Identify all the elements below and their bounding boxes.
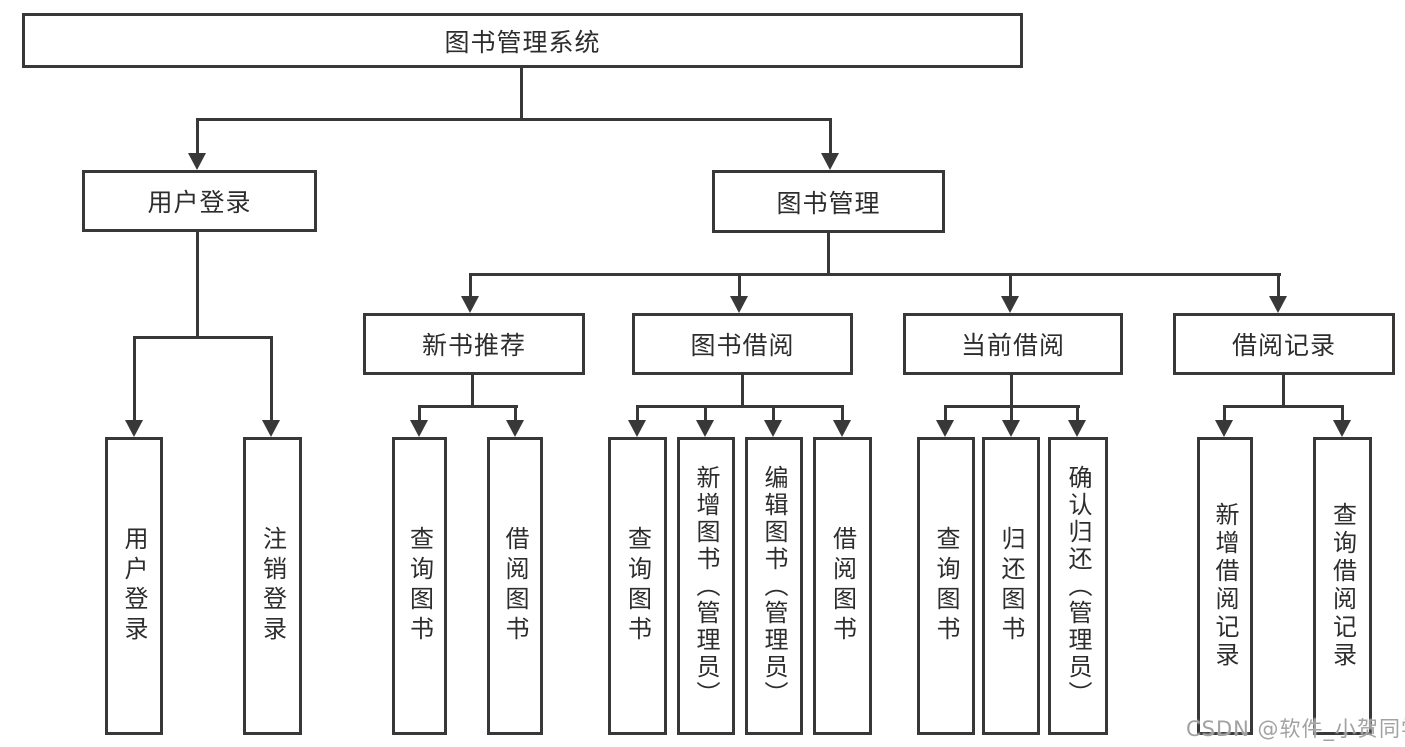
leaf-borrow-book-2-label: 借阅图书 xyxy=(828,526,857,646)
arrowhead-new-book xyxy=(461,296,479,313)
leaf-add-book-admin-label: 新增图书（管理员） xyxy=(692,464,720,708)
leaf-borrow-book-2: 借阅图书 xyxy=(813,437,872,735)
leaf-query-borrow-record-label: 查询借阅记录 xyxy=(1328,502,1357,670)
leaf-edit-book-admin: 编辑图书（管理员） xyxy=(745,437,803,735)
leaf-logout: 注销登录 xyxy=(243,437,302,735)
leaf-query-book-2: 查询图书 xyxy=(608,437,667,735)
connector-book-borrow-bus xyxy=(636,405,844,408)
arrowhead-leaf-query1 xyxy=(410,420,428,437)
csdn-watermark: CSDN @软件_小贺同学 xyxy=(1186,717,1405,741)
arrowhead-leaf-borrow1 xyxy=(506,420,524,437)
arrowhead-leaf-return xyxy=(1002,420,1020,437)
node-current-borrow-label: 当前借阅 xyxy=(960,331,1065,360)
connector-book-borrow-stem xyxy=(738,273,741,299)
arrowhead-leaf-query3 xyxy=(936,420,954,437)
node-new-book-recommend: 新书推荐 xyxy=(363,313,585,375)
connector-book-borrow-down xyxy=(741,375,744,408)
leaf-confirm-return-admin-label: 确认归还（管理员） xyxy=(1064,464,1092,708)
connector-user-login-bus xyxy=(133,336,273,339)
connector-leaf-logout-stem xyxy=(270,336,273,422)
connector-leaf-user-login-stem xyxy=(133,336,136,422)
node-root-label: 图书管理系统 xyxy=(444,27,601,57)
connector-leaf-borrow1-stem xyxy=(514,405,517,422)
connector-level2-bus xyxy=(196,118,832,121)
leaf-query-book-3: 查询图书 xyxy=(917,437,975,735)
leaf-add-borrow-record: 新增借阅记录 xyxy=(1197,437,1253,735)
connector-leaf-borrow2-stem xyxy=(841,405,844,422)
connector-leaf-add-book-stem xyxy=(704,405,707,422)
connector-leaf-edit-book-stem xyxy=(772,405,775,422)
leaf-return-book-label: 归还图书 xyxy=(997,526,1025,646)
arrowhead-current-borrow xyxy=(1001,296,1019,313)
connector-leaf-query2-stem xyxy=(636,405,639,422)
node-book-management-label: 图书管理 xyxy=(776,188,881,218)
arrowhead-leaf-add-book xyxy=(696,420,714,437)
arrowhead-leaf-query-record xyxy=(1333,420,1351,437)
leaf-confirm-return-admin: 确认归还（管理员） xyxy=(1048,437,1108,735)
connector-user-login-down xyxy=(196,232,199,339)
leaf-borrow-book-1: 借阅图书 xyxy=(487,437,543,735)
leaf-borrow-book-1-label: 借阅图书 xyxy=(501,526,529,646)
node-borrow-record: 借阅记录 xyxy=(1173,313,1395,375)
arrowhead-book-borrow xyxy=(730,296,748,313)
connector-borrow-record-bus xyxy=(1223,405,1344,408)
leaf-logout-label: 注销登录 xyxy=(258,526,287,646)
leaf-query-borrow-record: 查询借阅记录 xyxy=(1313,437,1372,735)
leaf-user-login-label: 用户登录 xyxy=(120,526,148,646)
leaf-return-book: 归还图书 xyxy=(982,437,1040,735)
arrowhead-leaf-add-record xyxy=(1215,420,1233,437)
connector-leaf-add-record-stem xyxy=(1223,405,1226,422)
leaf-query-book-1: 查询图书 xyxy=(392,437,447,735)
arrowhead-book-mgmt xyxy=(821,153,839,170)
node-book-management: 图书管理 xyxy=(712,170,945,233)
connector-user-login-stem xyxy=(196,118,199,155)
connector-leaf-return-stem xyxy=(1010,405,1013,422)
connector-leaf-query-record-stem xyxy=(1341,405,1344,422)
leaf-user-login: 用户登录 xyxy=(105,437,163,735)
connector-borrow-record-stem xyxy=(1277,273,1280,299)
arrowhead-leaf-query2 xyxy=(628,420,646,437)
leaf-add-book-admin: 新增图书（管理员） xyxy=(677,437,735,735)
connector-leaf-query1-stem xyxy=(418,405,421,422)
node-user-login-label: 用户登录 xyxy=(147,188,252,217)
node-book-borrow-label: 图书借阅 xyxy=(690,331,795,360)
arrowhead-leaf-confirm xyxy=(1068,420,1086,437)
connector-root-stem xyxy=(520,68,523,121)
connector-level3-bus xyxy=(469,273,1281,276)
connector-current-borrow-stem xyxy=(1009,273,1012,299)
connector-new-book-down xyxy=(471,375,474,408)
leaf-query-book-3-label: 查询图书 xyxy=(932,526,960,646)
node-new-book-recommend-label: 新书推荐 xyxy=(421,331,526,360)
connector-current-borrow-down xyxy=(1010,375,1013,408)
leaf-query-book-2-label: 查询图书 xyxy=(623,526,652,646)
connector-leaf-query3-stem xyxy=(944,405,947,422)
arrowhead-leaf-user-login xyxy=(125,420,143,437)
connector-new-book-bus xyxy=(418,405,518,408)
leaf-query-book-1-label: 查询图书 xyxy=(405,526,434,646)
leaf-add-borrow-record-label: 新增借阅记录 xyxy=(1211,502,1239,670)
node-user-login: 用户登录 xyxy=(82,170,317,232)
arrowhead-leaf-borrow2 xyxy=(833,420,851,437)
arrowhead-borrow-record xyxy=(1269,296,1287,313)
node-borrow-record-label: 借阅记录 xyxy=(1231,331,1336,360)
arrowhead-leaf-logout xyxy=(262,420,280,437)
leaf-edit-book-admin-label: 编辑图书（管理员） xyxy=(760,464,788,708)
connector-borrow-record-down xyxy=(1282,375,1285,408)
node-root-library-system: 图书管理系统 xyxy=(22,13,1023,68)
connector-new-book-stem xyxy=(469,273,472,299)
connector-book-mgmt-stem xyxy=(829,118,832,155)
node-book-borrow: 图书借阅 xyxy=(632,313,853,375)
arrowhead-leaf-edit-book xyxy=(764,420,782,437)
connector-book-mgmt-down xyxy=(827,233,830,276)
arrowhead-user-login xyxy=(188,153,206,170)
node-current-borrow: 当前借阅 xyxy=(903,313,1123,375)
connector-leaf-confirm-stem xyxy=(1076,405,1079,422)
